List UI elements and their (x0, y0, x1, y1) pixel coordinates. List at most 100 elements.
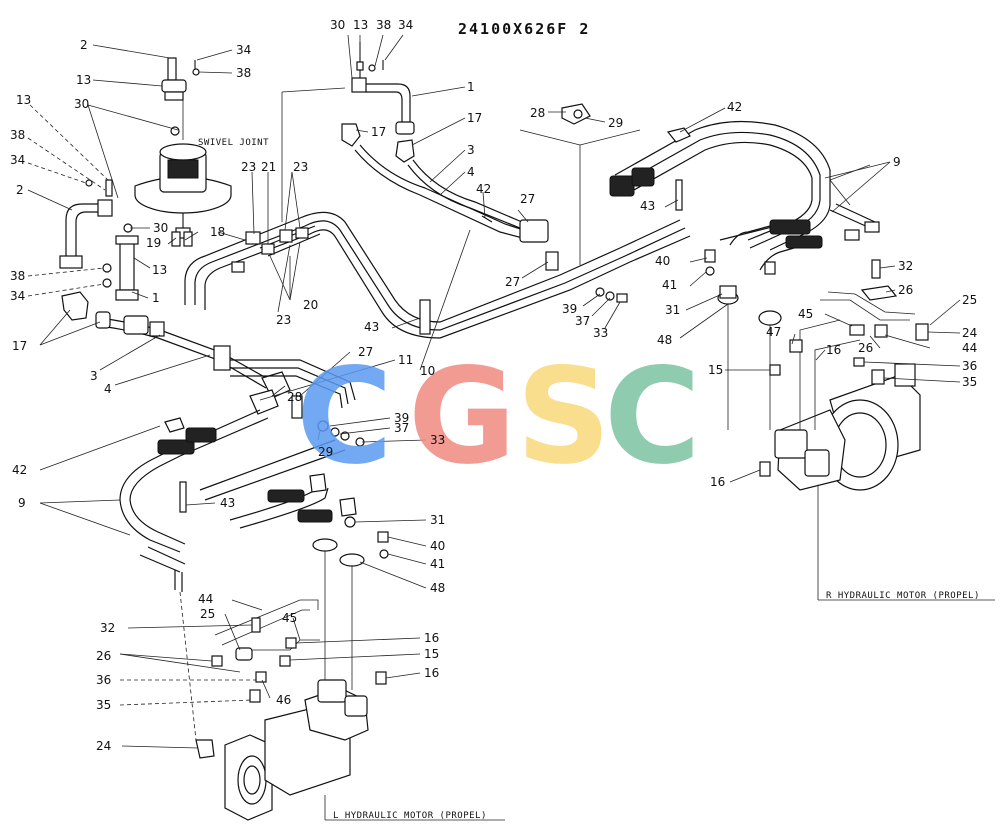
leader-lines (27, 34, 961, 749)
callout-number: 4 (467, 165, 475, 179)
callout-number: 46 (276, 693, 291, 707)
callout-number: 28 (287, 390, 302, 404)
callout-number: 17 (12, 339, 27, 353)
callout-number: 34 (10, 153, 25, 167)
callout-number: 37 (394, 421, 409, 435)
callout-number: 30 (330, 18, 345, 32)
callout-number: 23 (293, 160, 308, 174)
swivel-joint-caption: SWIVEL JOINT (198, 138, 269, 148)
callout-number: 32 (898, 259, 913, 273)
right-side-fittings (704, 249, 898, 430)
callout-number: 26 (898, 283, 913, 297)
callout-number: 2 (16, 183, 24, 197)
callout-number: 27 (505, 275, 520, 289)
top-center-fittings (341, 42, 415, 163)
callout-number: 47 (766, 325, 781, 339)
callout-number: 30 (74, 97, 89, 111)
swivel-joint: SWIVEL JOINT (134, 100, 269, 239)
callout-number: 1 (152, 291, 160, 305)
callout-number: 4 (104, 382, 112, 396)
callout-number: 16 (424, 631, 439, 645)
callout-number: 24 (962, 326, 977, 340)
callout-number: 43 (364, 320, 379, 334)
callout-number: 29 (608, 116, 623, 130)
watermark-letter: C (296, 340, 393, 494)
callout-number: 16 (710, 475, 725, 489)
callout-number: 29 (318, 445, 333, 459)
callout-number: 26 (96, 649, 111, 663)
l-hydraulic-motor: L HYDRAULIC MOTOR (PROPEL) (195, 599, 505, 821)
drawing-code: 24100X626F 2 (458, 20, 590, 38)
watermark-letter: S (516, 340, 611, 494)
upper-left-fittings (59, 57, 200, 321)
callout-number: 36 (96, 673, 111, 687)
callout-number: 27 (520, 192, 535, 206)
center-clamp (519, 103, 641, 265)
hoses-3-4 (354, 144, 549, 243)
upper-right-hoses-9 (609, 120, 880, 271)
callout-number: 31 (665, 303, 680, 317)
callout-number: 27 (358, 345, 373, 359)
callout-number: 1 (467, 80, 475, 94)
callout-number: 17 (371, 125, 386, 139)
callout-number: 28 (530, 106, 545, 120)
callout-number: 34 (10, 289, 25, 303)
callout-number: 10 (420, 364, 435, 378)
callout-number: 3 (90, 369, 98, 383)
callout-number: 13 (152, 263, 167, 277)
callout-number: 38 (10, 128, 25, 142)
callout-number: 40 (655, 254, 670, 268)
callout-number: 37 (575, 314, 590, 328)
callout-number: 13 (353, 18, 368, 32)
callout-number: 32 (100, 621, 115, 635)
callout-number: 23 (276, 313, 291, 327)
callout-number: 35 (962, 375, 977, 389)
callout-number: 34 (236, 43, 251, 57)
callout-number: 42 (476, 182, 491, 196)
callout-number: 23 (241, 160, 256, 174)
watermark-letter: G (408, 340, 516, 494)
callout-number: 36 (962, 359, 977, 373)
callout-number: 15 (424, 647, 439, 661)
callout-number: 44 (198, 592, 213, 606)
callout-number: 9 (893, 155, 901, 169)
callout-number: 42 (12, 463, 27, 477)
callout-number: 19 (146, 236, 161, 250)
callout-number: 38 (10, 269, 25, 283)
callout-number: 24 (96, 739, 111, 753)
l-hydraulic-motor-caption: L HYDRAULIC MOTOR (PROPEL) (333, 811, 487, 821)
callout-number: 48 (430, 581, 445, 595)
callout-number: 30 (153, 221, 168, 235)
callout-number: 15 (708, 363, 723, 377)
callout-number: 25 (962, 293, 977, 307)
callout-number: 17 (467, 111, 482, 125)
callout-number: 40 (430, 539, 445, 553)
callout-number: 25 (200, 607, 215, 621)
callout-number: 31 (430, 513, 445, 527)
callout-number: 42 (727, 100, 742, 114)
callout-number: 13 (76, 73, 91, 87)
callout-number: 45 (798, 307, 813, 321)
callout-number: 16 (424, 666, 439, 680)
callout-number: 33 (593, 326, 608, 340)
callout-number: 3 (467, 143, 475, 157)
left-side-fittings (312, 531, 389, 690)
drawing-lines: 24100X626F 2 SWIVEL JOINT (27, 20, 995, 821)
callout-number: 44 (962, 341, 977, 355)
callout-number: 11 (398, 353, 413, 367)
callout-number: 9 (18, 496, 26, 510)
callout-number: 39 (394, 411, 409, 425)
callout-number: 48 (657, 333, 672, 347)
r-hydraulic-motor: R HYDRAULIC MOTOR (PROPEL) (759, 291, 995, 601)
r-hydraulic-motor-caption: R HYDRAULIC MOTOR (PROPEL) (826, 591, 980, 601)
callout-number: 43 (220, 496, 235, 510)
callout-number: 21 (261, 160, 276, 174)
callout-number: 38 (376, 18, 391, 32)
callout-number: 43 (640, 199, 655, 213)
central-pipe-run (184, 211, 691, 339)
callout-number: 39 (562, 302, 577, 316)
callout-number: 45 (282, 611, 297, 625)
callout-number: 41 (662, 278, 677, 292)
callout-number: 41 (430, 557, 445, 571)
